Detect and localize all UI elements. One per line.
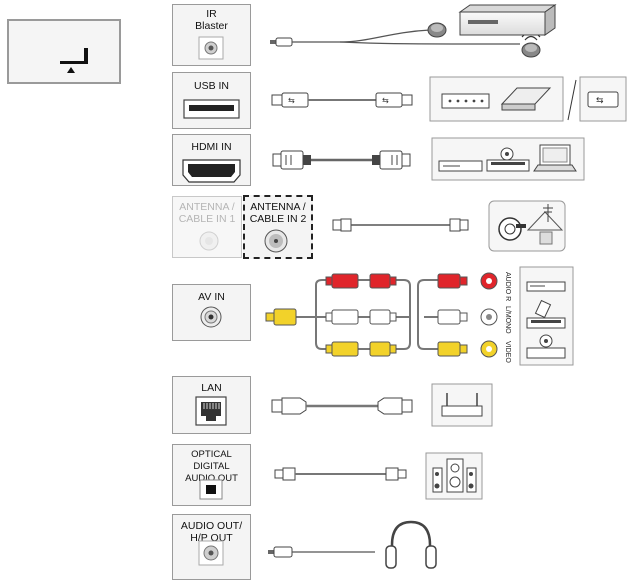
antenna-cable bbox=[332, 218, 469, 232]
game-console-icon bbox=[486, 147, 530, 172]
hdmi-devices-panel bbox=[431, 137, 585, 181]
lan-cable bbox=[271, 397, 413, 415]
antenna-2-label: ANTENNA / CABLE IN 2 bbox=[249, 201, 307, 225]
audio-l-jack-icon bbox=[480, 308, 498, 326]
yellow-plug-right-icon bbox=[437, 341, 468, 357]
red-plug-right-icon bbox=[437, 273, 468, 289]
laptop-icon bbox=[533, 144, 577, 172]
tv-input-icon bbox=[60, 48, 88, 73]
camcorder-icon bbox=[526, 334, 566, 359]
usb-stick-icon: ⇆ bbox=[579, 76, 627, 122]
white-plug-icon bbox=[325, 309, 397, 325]
tv-input-reference bbox=[7, 19, 121, 84]
hard-drive-icon bbox=[500, 87, 552, 111]
antenna-source-panel bbox=[488, 200, 566, 252]
usb-port-icon bbox=[183, 99, 240, 119]
svg-text:⇆: ⇆ bbox=[596, 96, 604, 106]
dvd-player-icon bbox=[526, 281, 566, 292]
audio-r-jack-icon bbox=[480, 272, 498, 290]
blu-ray-player-icon bbox=[438, 160, 483, 172]
optical-port-icon bbox=[199, 479, 223, 500]
svg-text:⇆: ⇆ bbox=[382, 96, 389, 105]
set-top-box-icon bbox=[458, 4, 557, 36]
speaker-system-icon bbox=[425, 452, 483, 500]
audio-out-label: AUDIO OUT/ H/P OUT bbox=[180, 520, 243, 544]
av-cables bbox=[296, 279, 438, 350]
av-in-label: AV IN bbox=[198, 291, 225, 303]
usb-devices-panel bbox=[429, 76, 564, 122]
vcr-icon bbox=[526, 299, 566, 329]
usb-in-label: USB IN bbox=[193, 80, 229, 92]
video-jack-icon bbox=[480, 340, 498, 358]
svg-text:⇆: ⇆ bbox=[288, 96, 295, 105]
ir-blaster-cable bbox=[270, 29, 521, 47]
audio-out-jack-icon bbox=[198, 540, 224, 566]
hdmi-port-icon bbox=[182, 159, 241, 183]
lan-port-icon bbox=[195, 396, 227, 426]
ir-sensor-icon bbox=[427, 22, 447, 38]
audio-out-cable bbox=[268, 546, 375, 558]
lan-label: LAN bbox=[201, 382, 222, 394]
hdmi-in-label: HDMI IN bbox=[191, 141, 232, 153]
av-devices-panel bbox=[519, 266, 574, 366]
hdmi-cable bbox=[272, 150, 411, 170]
antenna-1-label: ANTENNA / CABLE IN 1 bbox=[178, 201, 236, 225]
ir-blaster-label: IR Blaster bbox=[195, 8, 228, 32]
av-in-jack-icon bbox=[200, 306, 222, 328]
cable-outlet-icon bbox=[498, 217, 526, 241]
headphones-icon bbox=[385, 520, 437, 569]
usb-hub-icon bbox=[441, 93, 490, 109]
optical-label: OPTICAL DIGITAL AUDIO OUT bbox=[185, 449, 238, 484]
yellow-plug-icon bbox=[325, 341, 397, 357]
ir-jack-icon bbox=[198, 36, 224, 60]
av-in-yellow-plug-icon bbox=[265, 308, 297, 326]
router-icon bbox=[431, 383, 493, 427]
red-plug-icon bbox=[325, 273, 397, 289]
usb-cable: ⇆ ⇆ bbox=[271, 92, 413, 108]
antenna-icon bbox=[526, 204, 564, 245]
antenna-1-socket-icon bbox=[199, 231, 219, 251]
white-plug-right-icon bbox=[437, 309, 468, 325]
optical-cable bbox=[274, 467, 407, 481]
antenna-2-socket-icon bbox=[264, 229, 288, 253]
